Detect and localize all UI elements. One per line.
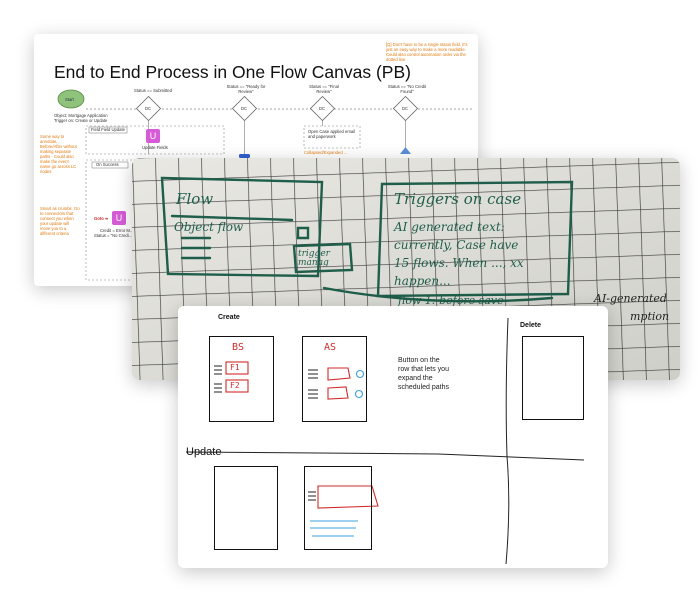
status-label-3: Status == "Final Review" [309, 84, 339, 94]
start-node [57, 89, 85, 109]
goto-label: Goto ➔ [94, 216, 109, 221]
blue-circle-2 [354, 389, 364, 399]
list-lines-as-1 [308, 369, 318, 379]
field-update-box [88, 126, 128, 134]
open-case-group [303, 125, 361, 149]
flow-label: Flow [176, 190, 214, 208]
note-line-3: 15 flows. When ..., xx [394, 256, 524, 270]
credit-line-1: Credit = Error M... [100, 228, 134, 233]
decision-node-4 [392, 95, 419, 122]
diamond-label: DC [402, 106, 409, 111]
list-lines-bs-2 [214, 383, 222, 393]
update-fields-label: Update Fields [142, 145, 168, 150]
list-lines-update [308, 491, 316, 501]
update-label: Update [186, 446, 222, 458]
delete-frame [522, 336, 584, 420]
side-note-2: mption [630, 310, 670, 323]
field-update-label: Field Field Update [91, 127, 125, 132]
field-update-group [85, 125, 225, 155]
as-box-1 [327, 367, 351, 381]
annotation-note-left: Some way to annotate. Before/After witho… [40, 134, 77, 174]
diamond-label: DC [319, 106, 326, 111]
on-success-box [91, 161, 129, 169]
svg-text:U: U [150, 131, 157, 141]
object-text: Object: Mortgage Application [54, 113, 108, 118]
update-blue-lines [310, 520, 358, 537]
blue-marker-triangle [400, 147, 411, 154]
as-box-2 [327, 386, 349, 400]
f1-label: F1 [230, 363, 240, 372]
delete-label: Delete [520, 322, 542, 329]
update-red-box [317, 485, 379, 509]
flow-divider [170, 214, 294, 222]
triggers-heading: Triggers on case [394, 190, 522, 208]
create-bs-frame [209, 336, 274, 422]
wireframe-strokes [185, 317, 585, 565]
side-note-1: AI-generated [594, 292, 667, 305]
trigger-text: Trigger on: Create or Update [54, 118, 108, 123]
start-label: Start [65, 97, 74, 102]
blue-circle-1 [355, 369, 365, 379]
as-label: AS [324, 342, 337, 353]
list-lines-as-2 [308, 389, 318, 399]
annotation-note-right: [Q] Don't have to be a single status fie… [386, 42, 468, 62]
object-flow-label: Object flow [174, 220, 244, 234]
flow-box-outline [160, 176, 324, 278]
f2-box [225, 379, 249, 393]
decision-node-3 [309, 95, 336, 122]
decision-node-2 [231, 95, 258, 122]
status-label-4: Status == "No Credit Found" [387, 84, 427, 94]
create-as-frame [302, 336, 367, 422]
canvas-diagram: U U [57, 89, 474, 281]
create-label: Create [218, 314, 240, 321]
goto-action-icon [112, 211, 126, 225]
diamond-label: DC [145, 106, 152, 111]
blue-marker [239, 154, 250, 158]
triggers-box-outline [376, 180, 574, 298]
update-frame-2 [304, 466, 372, 550]
credit-line-2: Status = "No Credi... [94, 233, 133, 238]
list-lines-bs-1 [214, 365, 222, 375]
annotation-note-left-2: Smart as crumbs. Go to connectors that c… [40, 206, 80, 236]
trigger-manager-label: trigger manag [298, 249, 330, 268]
update-frame-1 [214, 466, 278, 550]
connecting-stroke [322, 286, 554, 303]
note-line-4: happen... [394, 274, 451, 288]
wireframe-sketch: Create Delete Update BS AS F1 F2 Button … [178, 306, 608, 568]
canvas-title: End to End Process in One Flow Canvas (P… [54, 62, 411, 82]
horizontal-divider [185, 451, 585, 461]
annotation-note-mid: Collapsed/Expanded ... [304, 150, 348, 155]
flow-list-lines [180, 236, 212, 260]
note-line-2: currently, Case have [394, 238, 519, 252]
f1-box [225, 361, 249, 375]
bs-label: BS [232, 342, 245, 353]
note-line-1: AI generated text: [394, 220, 505, 234]
vertical-divider [505, 317, 510, 565]
decision-node-1 [135, 95, 162, 122]
open-case-text: Open Case applied email and paperwork [308, 129, 356, 139]
trigger-box-outline [292, 242, 354, 274]
status-label-2: Status == "Ready for Review" [226, 84, 266, 94]
status-label-1: Status == Submitted [134, 88, 172, 93]
f2-label: F2 [230, 381, 240, 390]
flow-line: flow 1: before save [398, 294, 504, 307]
checkbox-sketch [296, 226, 310, 240]
on-success-label: On Success [96, 162, 119, 167]
button-note: Button on the row that lets you expand t… [398, 357, 449, 391]
svg-text:U: U [116, 213, 123, 223]
update-action-icon [146, 129, 160, 143]
diamond-label: DC [241, 106, 248, 111]
